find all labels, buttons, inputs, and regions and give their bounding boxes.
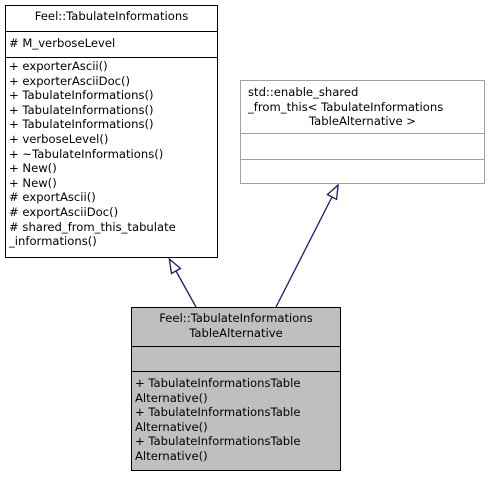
attribute-separator	[241, 133, 484, 134]
method-item: # exportAsciiDoc()	[9, 204, 119, 219]
class-title: std::enable_shared _from_this< TabulateI…	[241, 85, 484, 129]
attribute-separator	[132, 346, 340, 347]
method-item: _informations()	[9, 234, 97, 249]
method-item: + exporterAsciiDoc()	[9, 73, 131, 88]
class-title-line: TableAlternative >	[309, 114, 416, 129]
method-item: + verboseLevel()	[9, 131, 109, 146]
method-separator	[132, 371, 340, 372]
class-title-line: _from_this< TabulateInformations	[248, 99, 444, 114]
class-title-line: Feel::TabulateInformations	[34, 9, 189, 23]
method-item: Alternative()	[135, 390, 208, 405]
method-item: + New()	[9, 175, 57, 190]
method-separator	[6, 57, 217, 58]
method-separator	[241, 159, 484, 160]
class-box-tabulate-informations[interactable]: Feel::TabulateInformations # M_verboseLe…	[5, 5, 218, 258]
attribute-separator	[6, 31, 217, 32]
inheritance-edge-to-enable-shared-from-this-line	[275, 196, 333, 308]
method-list: + TabulateInformationsTable Alternative(…	[132, 376, 340, 464]
method-item: # shared_from_this_tabulate	[9, 219, 176, 234]
method-item: + TabulateInformationsTable	[135, 405, 301, 420]
class-title: Feel::TabulateInformations TableAlternat…	[132, 311, 340, 340]
method-item: + TabulateInformations()	[9, 102, 154, 117]
method-item: Alternative()	[135, 448, 208, 463]
method-item: # exportAscii()	[9, 190, 96, 205]
method-item: Alternative()	[135, 419, 208, 434]
class-title: Feel::TabulateInformations	[6, 9, 217, 24]
method-item: + TabulateInformationsTable	[135, 376, 301, 390]
method-item: + TabulateInformations()	[9, 117, 154, 132]
method-item: + TabulateInformations()	[9, 88, 154, 103]
class-title-line: std::enable_shared	[248, 85, 359, 99]
attribute-item: # M_verboseLevel	[9, 36, 116, 50]
class-title-line: TableAlternative	[189, 325, 283, 340]
class-box-enable-shared-from-this[interactable]: std::enable_shared _from_this< TabulateI…	[240, 80, 485, 184]
method-list: + exporterAscii() + exporterAsciiDoc() +…	[6, 59, 217, 249]
method-item: + exporterAscii()	[9, 59, 108, 73]
method-item: + ~TabulateInformations()	[9, 146, 164, 161]
inheritance-edges	[168, 183, 339, 308]
class-box-tabulate-informations-table-alternative[interactable]: Feel::TabulateInformations TableAlternat…	[131, 307, 341, 471]
class-title-line: Feel::TabulateInformations	[159, 311, 313, 325]
inheritance-edge-to-tabulate-informations-arrowhead-icon	[168, 257, 182, 275]
attribute-list: # M_verboseLevel	[6, 36, 217, 51]
method-item: + New()	[9, 161, 57, 176]
inheritance-edge-to-enable-shared-from-this-arrowhead-icon	[326, 183, 339, 201]
inheritance-edge-to-tabulate-informations-line	[175, 270, 197, 308]
method-item: + TabulateInformationsTable	[135, 434, 301, 449]
